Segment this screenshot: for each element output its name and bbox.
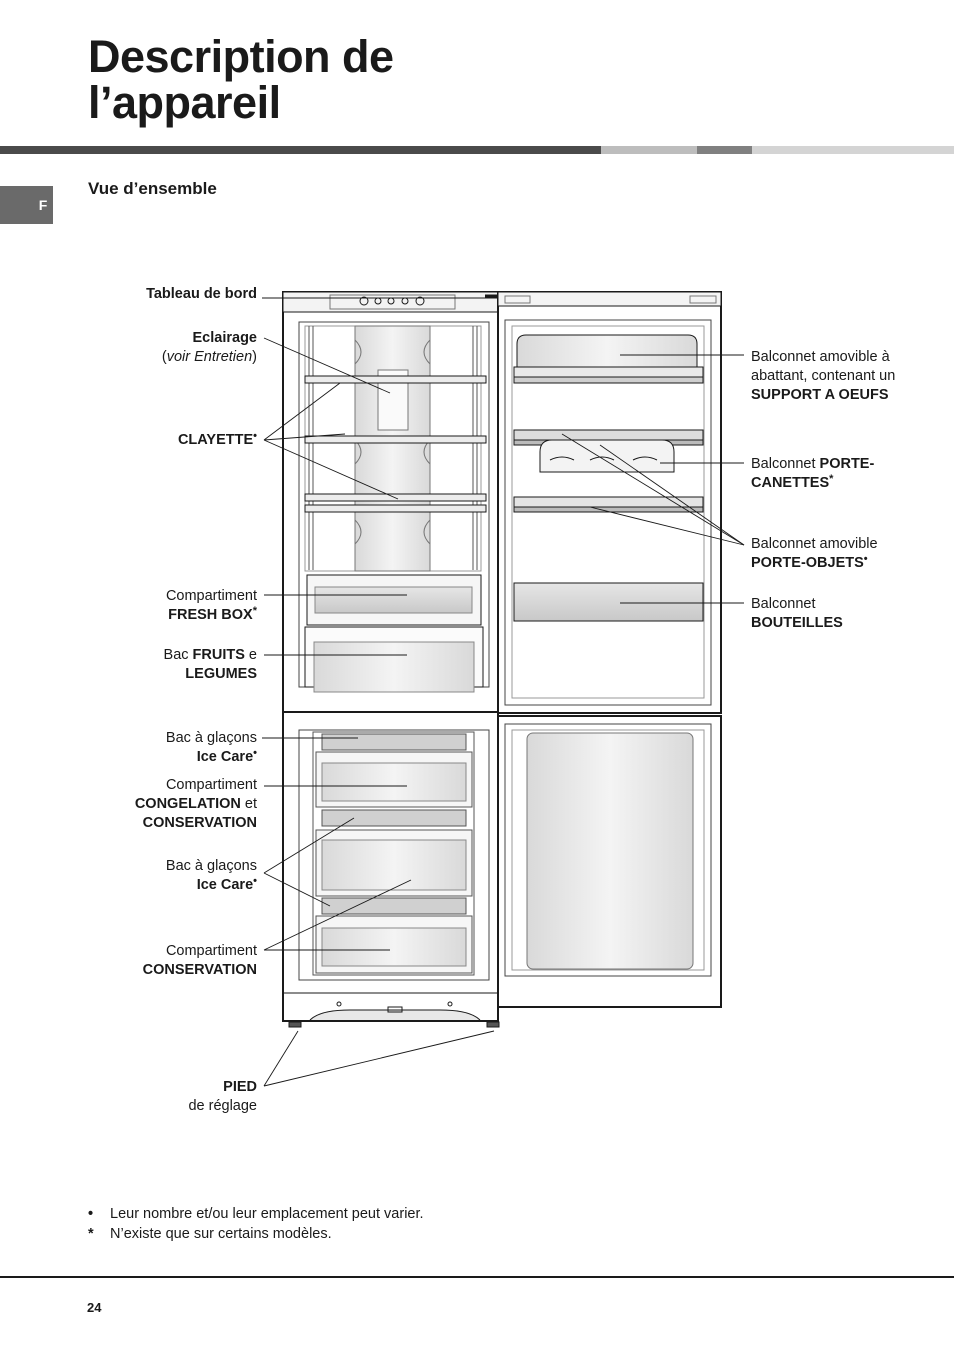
label-conserv-line1: Compartiment	[165, 943, 257, 959]
page-title-line1: Description de	[88, 31, 394, 82]
label-porte-objets: Balconnet amovible PORTE-OBJETS•	[751, 535, 878, 573]
label-pied: PIED de réglage	[188, 1078, 257, 1116]
label-objets-line1: Balconnet amovible	[751, 536, 878, 552]
label-oeufs-line3: SUPPORT A OEUFS	[751, 387, 889, 403]
footnote-bullet-symbol: •	[88, 1206, 94, 1222]
control-knobs	[329, 294, 456, 310]
label-ice-care-2: Bac à glaçons Ice Care•	[166, 857, 257, 895]
label-bouteilles: Balconnet BOUTEILLES	[751, 595, 843, 633]
freezer-interior	[298, 729, 490, 981]
label-fruits-line2: LEGUMES	[185, 666, 257, 682]
footnotes: • Leur nombre et/ou leur emplacement peu…	[88, 1204, 424, 1244]
label-tableau-text: Tableau de bord	[146, 286, 257, 302]
bullet-mark: •	[253, 747, 257, 759]
asterisk-mark: *	[252, 605, 257, 617]
label-canettes-bold1: PORTE-	[819, 456, 875, 472]
label-icecare1-line2: Ice Care	[196, 749, 254, 765]
header-rule-dark	[0, 146, 601, 154]
footnote-bullet-text: Leur nombre et/ou leur emplacement peut …	[110, 1206, 424, 1222]
page-title-line2: l’appareil	[88, 77, 281, 128]
label-icecare1-line1: Bac à glaçons	[165, 730, 257, 746]
label-clayette: CLAYETTE•	[178, 431, 257, 450]
page-title: Description de l’appareil	[88, 34, 394, 126]
door-balconies	[513, 334, 704, 622]
label-pied-line1: PIED	[223, 1079, 257, 1095]
label-congel-line3: CONSERVATION	[142, 815, 257, 831]
label-fruits-bold: FRUITS	[192, 647, 245, 663]
label-congel-bold: CONGELATION	[134, 796, 241, 812]
adjustable-feet	[288, 1021, 500, 1028]
language-tab-label: F	[38, 197, 48, 213]
label-icecare2-line1: Bac à glaçons	[165, 858, 257, 874]
language-tab: F	[0, 186, 53, 224]
label-icecare2-line2: Ice Care	[196, 877, 254, 893]
label-fruits-legumes: Bac FRUITS e LEGUMES	[164, 646, 257, 684]
footnote-asterisk: * N’existe que sur certains modèles.	[88, 1224, 424, 1244]
header-rule-mid	[697, 146, 752, 154]
label-ice-care-1: Bac à glaçons Ice Care•	[166, 729, 257, 767]
label-tableau-de-bord: Tableau de bord	[146, 285, 257, 304]
label-fruits-post: e	[244, 647, 257, 663]
label-eclairage-paren-open: (	[161, 349, 167, 365]
header-rule-light	[601, 146, 697, 154]
label-eclairage: Eclairage (voir Entretien)	[162, 329, 257, 367]
footnote-asterisk-text: N’existe que sur certains modèles.	[110, 1226, 332, 1242]
freezer-drawers	[315, 733, 473, 974]
label-fruits-pre: Bac	[163, 647, 193, 663]
bullet-mark: •	[863, 553, 868, 565]
fruit-bin	[304, 626, 484, 693]
label-congel-post: et	[240, 796, 257, 812]
label-objets-line2: PORTE-OBJETS	[751, 555, 864, 571]
label-congelation: Compartiment CONGELATION et CONSERVATION	[135, 776, 257, 833]
label-conserv-line2: CONSERVATION	[142, 962, 257, 978]
label-canettes-pre: Balconnet	[751, 456, 820, 472]
label-pied-line2: de réglage	[188, 1098, 257, 1114]
label-eclairage-note: voir Entretien	[166, 349, 253, 365]
footnote-bullet: • Leur nombre et/ou leur emplacement peu…	[88, 1204, 424, 1224]
label-oeufs-line1: Balconnet amovible à	[751, 349, 890, 365]
section-subtitle: Vue d’ensemble	[88, 179, 217, 198]
label-bouteilles-line1: Balconnet	[751, 596, 816, 612]
label-congel-line1: Compartiment	[165, 777, 257, 793]
back-wall-panel	[354, 325, 431, 572]
label-fresh-line1: Compartiment	[165, 588, 257, 604]
label-canettes-line2: CANETTES	[751, 475, 830, 491]
bullet-mark: •	[253, 430, 257, 442]
footer-rule	[0, 1276, 954, 1278]
label-oeufs-line2: abattant, contenant un	[751, 368, 896, 384]
footnote-asterisk-symbol: *	[88, 1226, 94, 1242]
shelf-rails	[308, 326, 478, 570]
label-porte-canettes: Balconnet PORTE- CANETTES*	[751, 455, 874, 493]
label-conservation: Compartiment CONSERVATION	[143, 942, 257, 980]
label-bouteilles-line2: BOUTEILLES	[751, 615, 843, 631]
label-eclairage-paren-close: )	[252, 349, 257, 365]
plinth	[283, 992, 498, 1021]
label-fresh-line2: FRESH BOX	[168, 607, 253, 623]
bullet-mark: •	[253, 875, 257, 887]
page-number: 24	[87, 1300, 102, 1315]
header-rule-light-end	[752, 146, 954, 154]
label-fresh-box: Compartiment FRESH BOX*	[166, 587, 257, 625]
label-support-oeufs: Balconnet amovible à abattant, contenant…	[751, 348, 895, 405]
leader-lines	[262, 297, 745, 1087]
asterisk-mark: *	[829, 473, 834, 485]
label-eclairage-title: Eclairage	[192, 330, 258, 346]
freezer-door	[497, 715, 722, 1008]
fresh-box-drawer	[306, 574, 482, 626]
label-clayette-text: CLAYETTE	[177, 432, 254, 448]
